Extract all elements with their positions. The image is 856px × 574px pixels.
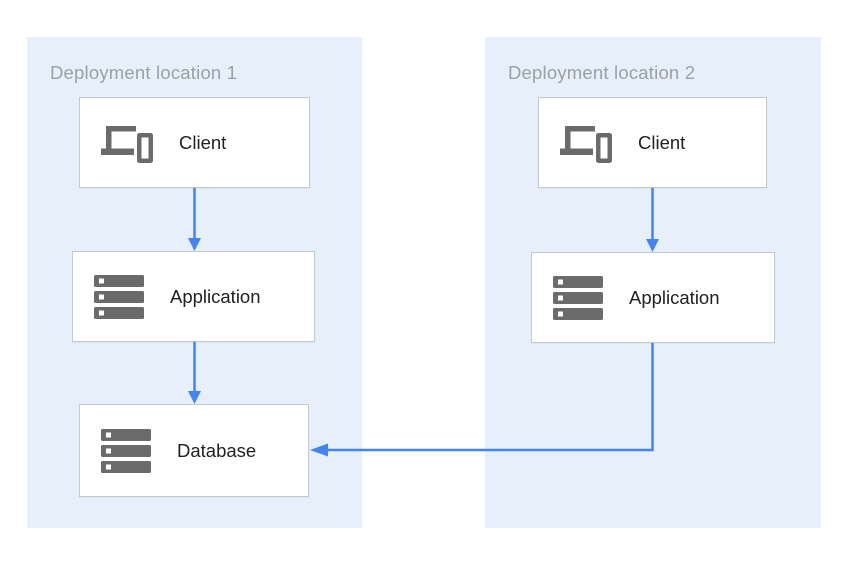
storage-icon bbox=[553, 275, 603, 320]
devices-icon bbox=[101, 121, 153, 165]
node-label: Database bbox=[177, 439, 257, 461]
node-database-1: Database bbox=[79, 404, 309, 497]
node-client-2: Client bbox=[538, 97, 767, 188]
node-label: Client bbox=[638, 131, 686, 153]
node-label: Application bbox=[629, 286, 720, 308]
storage-icon bbox=[101, 428, 151, 473]
node-client-1: Client bbox=[79, 97, 310, 188]
deployment-location-2-label: Deployment location 2 bbox=[508, 62, 696, 83]
devices-icon bbox=[560, 121, 612, 165]
deployment-location-1-label: Deployment location 1 bbox=[50, 62, 238, 83]
node-label: Application bbox=[170, 285, 261, 307]
node-application-2: Application bbox=[531, 252, 775, 343]
storage-icon bbox=[94, 274, 144, 319]
node-application-1: Application bbox=[72, 251, 315, 342]
node-label: Client bbox=[179, 131, 227, 153]
